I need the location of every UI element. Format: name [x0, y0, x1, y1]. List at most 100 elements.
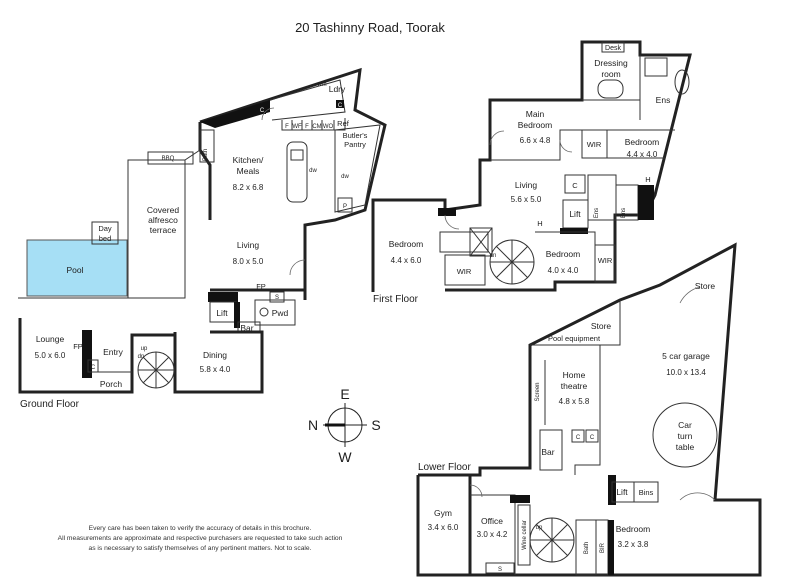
- lower-bar: [539, 429, 563, 471]
- compass-w: W: [338, 449, 352, 465]
- lower-bins: [633, 481, 659, 503]
- appliance-bank: [281, 118, 346, 131]
- pool-area: [26, 239, 128, 297]
- first-wir-label: WIR: [587, 140, 602, 149]
- lower-floor-plan: Store Store Pool equipment 5 car garage …: [416, 242, 762, 577]
- bbq-label: BBQ: [162, 156, 175, 162]
- stair-tread: [142, 356, 170, 384]
- theatre-label-2: theatre: [561, 381, 588, 391]
- kitchen-label: Kitchen/: [233, 155, 264, 165]
- turn-table-label-1: Car: [678, 420, 692, 430]
- wine-cellar-label: Wine cellar: [522, 520, 528, 550]
- theatre-label-1: Home: [563, 370, 586, 380]
- bedroom-w-label: Bedroom: [389, 239, 424, 249]
- plan-title: 20 Tashinny Road, Toorak: [295, 20, 445, 35]
- lower-store-s-label: S: [498, 567, 502, 573]
- garage-dimensions: 10.0 x 13.4: [666, 368, 706, 377]
- dressing-island: [597, 79, 624, 99]
- lift-shaft-wall: [208, 292, 238, 302]
- gym-label: Gym: [434, 508, 452, 518]
- desk: [601, 41, 625, 53]
- entry-cupboard: [87, 359, 99, 373]
- main-bedroom-label-1: Main: [526, 109, 545, 119]
- lower-cupboard-c1: C: [576, 435, 581, 441]
- ground-bath-label: Bath: [203, 149, 209, 161]
- first-bath: [439, 231, 489, 253]
- main-bedroom-dimensions: 6.6 x 4.8: [520, 136, 551, 145]
- lower-bedroom-label: Bedroom: [616, 524, 651, 534]
- ground-stair-up: up: [141, 346, 148, 352]
- first-cupboard-c: [564, 174, 586, 194]
- first-h-label-center: H: [537, 219, 542, 228]
- ground-store-label: S: [275, 295, 279, 301]
- door-swing: [489, 130, 505, 146]
- bedroom-c-label: Bedroom: [546, 249, 581, 259]
- lower-outer-wall: [416, 242, 762, 577]
- office-dimensions: 3.0 x 4.2: [477, 530, 508, 539]
- compass: N E S W: [308, 386, 381, 465]
- ground-stair-dn: dn: [138, 354, 145, 360]
- first-floor-plan: Desk Dressing room Ens Main Bedroom 6.6 …: [371, 40, 692, 305]
- lounge-label: Lounge: [36, 334, 65, 344]
- lower-floor-title: Lower Floor: [418, 462, 471, 473]
- ground-west-wall: [198, 122, 212, 220]
- ground-cupboard-block: [258, 104, 266, 114]
- kitchen-sink: [290, 149, 304, 161]
- lounge-fireplace-wall: [82, 330, 92, 378]
- door-swing: [559, 139, 573, 153]
- bedroom-w-dimensions: 4.4 x 6.0: [391, 256, 422, 265]
- first-ens-label: Ens: [656, 95, 671, 105]
- ground-cupboard-c: C: [260, 108, 265, 114]
- meals-label: Meals: [237, 166, 260, 176]
- pantry-dw-label: dw: [341, 174, 349, 180]
- theatre-east-wall: [574, 345, 601, 475]
- appliance-wo: WO: [323, 124, 334, 130]
- kitchen-dw-label: dw: [309, 168, 317, 174]
- appliance-wf: WF: [292, 124, 302, 130]
- disclaimer-line-1: Every care has been taken to verify the …: [89, 525, 312, 532]
- stair-tread: [495, 245, 529, 279]
- ground-cupboard-c2: C: [338, 103, 343, 109]
- dining-label: Dining: [203, 350, 227, 360]
- lower-cupboard-c2: C: [590, 435, 595, 441]
- bedroom-ne-label: Bedroom: [625, 137, 660, 147]
- bbq-bench: [147, 151, 194, 165]
- alfresco-label-2: alfresco: [148, 215, 178, 225]
- first-ens-1-label: Ens: [594, 208, 600, 218]
- first-floor-title: First Floor: [373, 294, 419, 305]
- day-bed: [91, 221, 119, 245]
- shower-x: [469, 227, 493, 257]
- turn-table-label-3: table: [676, 442, 695, 452]
- first-wir-west-label: WIR: [457, 267, 472, 276]
- desk-label: Desk: [605, 45, 621, 52]
- first-ens-2-label: Ens: [621, 208, 627, 218]
- compass-n: N: [308, 417, 318, 433]
- lounge-walls: [18, 318, 175, 394]
- garage-label: 5 car garage: [662, 351, 710, 361]
- lower-bedroom-wall: [608, 520, 614, 575]
- powder-room: [254, 299, 296, 326]
- daybed-label-2: bed: [99, 234, 112, 243]
- first-wir-east: [594, 244, 616, 283]
- stair-tread: [535, 523, 569, 557]
- screen-label: Screen: [535, 382, 541, 401]
- alfresco-label-3: terrace: [150, 225, 177, 235]
- dining-walls: [173, 330, 264, 394]
- first-h-label-east: H: [645, 175, 650, 184]
- bedroom-ne-dimensions: 4.4 x 4.0: [627, 150, 658, 159]
- first-shower: [469, 227, 493, 257]
- pool-label: Pool: [66, 265, 83, 275]
- garage-door-arc: [679, 286, 701, 304]
- entry-cupboard-label: C: [91, 365, 96, 371]
- butlers-label-2: Pantry: [344, 140, 366, 149]
- door-swing: [289, 259, 306, 276]
- pwd-basin: [259, 307, 269, 317]
- turn-table-label-2: turn: [678, 431, 693, 441]
- door-swing: [261, 107, 275, 121]
- living-label: Living: [237, 240, 259, 250]
- first-living-label: Living: [515, 180, 537, 190]
- kitchen-dimensions: 8.2 x 6.8: [233, 183, 264, 192]
- appliance-cm: CM: [312, 124, 321, 130]
- first-stair-dn: dn: [490, 253, 497, 259]
